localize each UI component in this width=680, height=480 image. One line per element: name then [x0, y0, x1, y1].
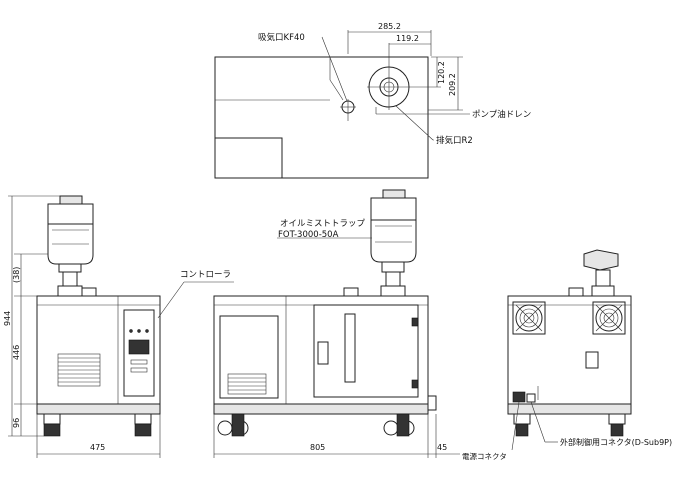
dim-front-width: 805 — [310, 443, 325, 452]
oil-mist-trap-model: FOT-3000-50A — [278, 230, 339, 240]
power-connector-label: 電源コネクタ — [462, 452, 507, 461]
rear-view-leaders — [511, 401, 558, 451]
top-view-dimensions — [321, 30, 470, 141]
dim-trap-height: (38) — [12, 267, 21, 283]
intake-port-label: 吸気口KF40 — [258, 32, 305, 43]
dim-top-depth-small: 120.2 — [437, 61, 446, 84]
top-view — [214, 56, 429, 179]
rear-view — [507, 249, 632, 437]
front-view — [213, 189, 437, 437]
pump-oil-drain-label: ポンプ油ドレン — [472, 109, 531, 120]
dim-overall-height: 944 — [3, 311, 12, 326]
oil-mist-trap-name: オイルミストトラップ — [280, 219, 366, 229]
dim-side-width: 475 — [90, 443, 105, 452]
controller-label: コントローラ — [180, 270, 231, 280]
exhaust-port-label: 排気口R2 — [436, 135, 473, 146]
external-control-connector-label: 外部制御用コネクタ(D-Sub9P) — [560, 437, 672, 447]
side-view-dimensions — [8, 195, 234, 458]
dim-top-offset: 119.2 — [396, 34, 419, 43]
dim-top-width: 285.2 — [378, 22, 401, 31]
dim-top-depth: 209.2 — [448, 73, 457, 96]
dim-foot-height: 96 — [12, 418, 21, 428]
front-view-dimensions — [213, 237, 460, 458]
dim-front-extra: 45 — [437, 443, 447, 452]
side-view — [36, 195, 161, 437]
dim-body-height: 446 — [12, 345, 21, 360]
